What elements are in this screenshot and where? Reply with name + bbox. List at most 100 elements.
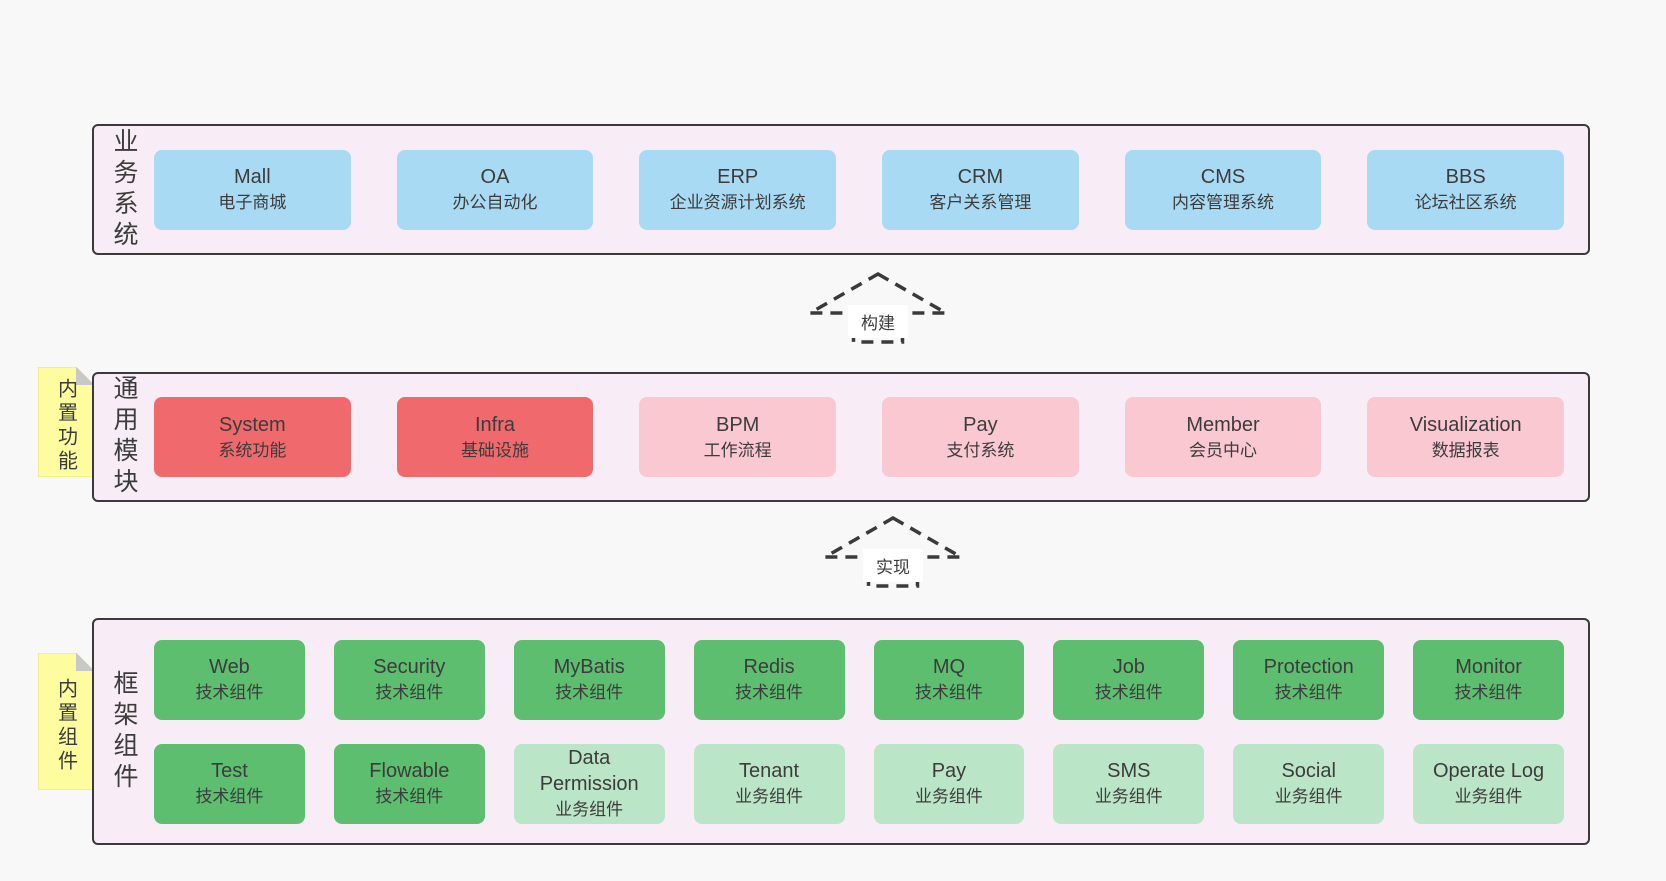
up-arrow-icon xyxy=(821,516,965,588)
note-label: 内置功能 xyxy=(54,378,77,474)
box-name: Redis xyxy=(743,656,795,678)
sticky-note-built-in-components: 内置组件 xyxy=(38,653,94,790)
box-name: CRM xyxy=(957,166,1004,188)
section-title: 通用模块 xyxy=(110,375,138,499)
folded-corner-icon xyxy=(76,367,94,385)
box-name: BBS xyxy=(1445,166,1486,188)
box-subtitle: 业务组件 xyxy=(1094,787,1163,806)
box-name: Security xyxy=(373,656,446,678)
box-name: Visualization xyxy=(1409,413,1522,436)
box-subtitle: 工作流程 xyxy=(703,440,772,460)
box-subtitle: 会员中心 xyxy=(1189,440,1258,460)
box-subtitle: 业务组件 xyxy=(735,787,804,806)
box-name: Data Permission xyxy=(539,747,639,795)
box-subtitle: 业务组件 xyxy=(555,800,624,819)
folded-corner-icon xyxy=(76,653,94,671)
box-subtitle: 技术组件 xyxy=(1094,683,1163,702)
box-name: Tenant xyxy=(739,760,800,782)
box-name: Infra xyxy=(474,413,516,436)
diagram-box: Infra 基础设施 xyxy=(396,397,594,477)
box-name: Protection xyxy=(1263,656,1354,678)
section-common-modules: 通用模块 System 系统功能 Infra 基础设施 BPM 工作流程 Pay 支付系统 Me… xyxy=(92,372,1590,502)
box-name: Job xyxy=(1112,656,1145,678)
diagram-box: Tenant 业务组件 xyxy=(693,743,845,824)
box-subtitle: 业务组件 xyxy=(914,787,983,806)
dashed-up-arrow-build: 构建 xyxy=(806,272,950,344)
section-label-column: 框架组件 xyxy=(94,620,154,843)
box-name: Test xyxy=(211,760,248,782)
box-subtitle: 技术组件 xyxy=(195,787,264,806)
diagram-box: CMS 内容管理系统 xyxy=(1124,149,1322,230)
diagram-box: ERP 企业资源计划系统 xyxy=(639,149,837,230)
box-name: ERP xyxy=(717,166,759,188)
box-subtitle: 技术组件 xyxy=(555,683,624,702)
box-name: MyBatis xyxy=(553,656,625,678)
box-name: Web xyxy=(209,656,250,678)
diagram-box: Visualization 数据报表 xyxy=(1367,397,1565,477)
diagram-box: Test 技术组件 xyxy=(154,743,305,824)
box-subtitle: 技术组件 xyxy=(1274,683,1343,702)
box-name: OA xyxy=(480,166,510,188)
note-label: 内置组件 xyxy=(54,677,77,774)
box-name: CMS xyxy=(1200,166,1246,188)
box-name: Pay xyxy=(931,760,967,782)
box-subtitle: 技术组件 xyxy=(914,683,983,702)
box-subtitle: 业务组件 xyxy=(1454,787,1523,806)
diagram-box: Operate Log 业务组件 xyxy=(1413,743,1564,824)
dashed-up-arrow-implement: 实现 xyxy=(821,516,965,588)
diagram-box: BPM 工作流程 xyxy=(639,397,837,477)
box-subtitle: 电子商城 xyxy=(218,193,287,212)
diagram-box: Redis 技术组件 xyxy=(693,639,845,720)
sticky-note-built-in-functions: 内置功能 xyxy=(38,367,94,477)
diagram-box: Protection 技术组件 xyxy=(1233,639,1385,720)
box-subtitle: 办公自动化 xyxy=(452,193,538,212)
box-name: Social xyxy=(1281,760,1336,782)
box-subtitle: 基础设施 xyxy=(461,440,529,460)
box-name: Mall xyxy=(234,166,271,188)
box-subtitle: 技术组件 xyxy=(735,683,804,702)
diagram-box: Flowable 技术组件 xyxy=(333,743,485,824)
diagram-box: BBS 论坛社区系统 xyxy=(1367,149,1565,230)
box-row: System 系统功能 Infra 基础设施 BPM 工作流程 Pay 支付系统 Member 会… xyxy=(154,397,1565,477)
diagram-box: Member 会员中心 xyxy=(1124,397,1322,477)
box-name: SMS xyxy=(1107,760,1151,782)
box-subtitle: 系统功能 xyxy=(218,440,287,460)
box-subtitle: 论坛社区系统 xyxy=(1414,193,1517,212)
box-name: System xyxy=(218,413,286,436)
sticky-note-shape xyxy=(38,653,94,790)
diagram-box: MyBatis 技术组件 xyxy=(513,639,665,720)
box-subtitle: 支付系统 xyxy=(946,440,1015,460)
arrow-label: 构建 xyxy=(848,305,908,338)
box-subtitle: 企业资源计划系统 xyxy=(669,193,806,212)
box-name: BPM xyxy=(716,413,760,436)
diagram-box: OA 办公自动化 xyxy=(396,149,594,230)
box-name: Flowable xyxy=(369,760,450,782)
diagram-box: System 系统功能 xyxy=(154,397,351,477)
box-subtitle: 内容管理系统 xyxy=(1172,193,1275,212)
arrow-label: 实现 xyxy=(863,549,923,582)
diagram-box: Job 技术组件 xyxy=(1053,639,1205,720)
box-name: Pay xyxy=(963,413,998,436)
box-name: Operate Log xyxy=(1432,760,1545,782)
diagram-box: Social 业务组件 xyxy=(1233,743,1385,824)
section-title: 框架组件 xyxy=(110,669,138,794)
box-name: Monitor xyxy=(1455,656,1522,678)
box-subtitle: 业务组件 xyxy=(1274,787,1343,806)
box-subtitle: 技术组件 xyxy=(375,787,444,806)
diagram-box: Pay 业务组件 xyxy=(873,743,1025,824)
up-arrow-icon xyxy=(806,272,950,344)
box-subtitle: 数据报表 xyxy=(1431,440,1500,460)
section-label-column: 通用模块 xyxy=(94,374,154,500)
box-name: Member xyxy=(1186,413,1260,436)
sticky-note-shape xyxy=(38,367,94,477)
